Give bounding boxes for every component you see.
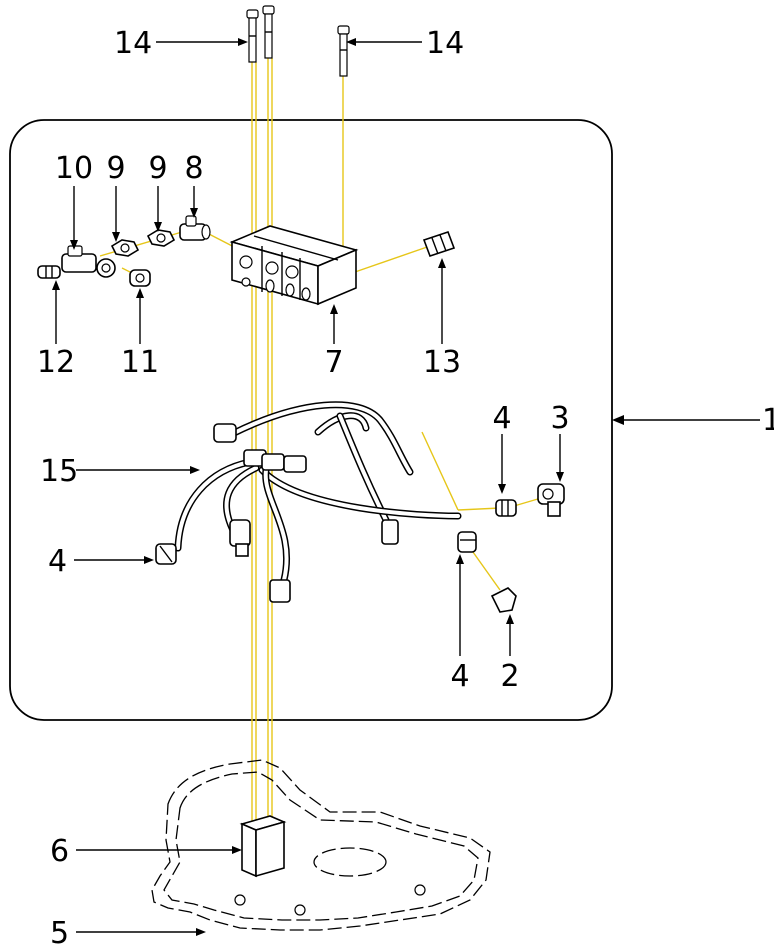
fitting-4-bottom <box>457 531 477 553</box>
callout-4-right: 4 <box>492 401 511 436</box>
callout-10: 10 <box>55 151 93 186</box>
screw-14-left-a <box>246 9 259 63</box>
screw-14-left-b <box>262 5 275 59</box>
assembly-guide-lines <box>99 58 549 822</box>
callout-14-left: 14 <box>114 26 152 61</box>
callout-14-right: 14 <box>426 26 464 61</box>
callout-12: 12 <box>37 345 75 380</box>
distributor-block-7 <box>229 225 359 306</box>
fitting-4-left <box>155 543 177 565</box>
elbow-3 <box>537 483 565 517</box>
fitting-9-right <box>146 229 176 247</box>
callout-9-left: 9 <box>106 151 125 186</box>
callout-2: 2 <box>500 659 519 694</box>
leader-lines <box>52 38 760 936</box>
callout-3: 3 <box>550 401 569 436</box>
callout-1: 1 <box>762 403 774 438</box>
base-plate-5 <box>151 759 491 931</box>
elbow-2 <box>490 587 517 613</box>
hose-harness-15 <box>174 401 462 603</box>
tee-fitting-10 <box>61 245 116 278</box>
callout-15: 15 <box>40 454 78 489</box>
callout-9-right: 9 <box>148 151 167 186</box>
callout-13: 13 <box>423 345 461 380</box>
plug-11 <box>129 269 151 287</box>
fitting-13 <box>422 230 456 258</box>
block-6 <box>239 815 287 878</box>
nipple-12 <box>37 265 61 279</box>
fitting-4-right <box>495 499 517 517</box>
fitting-9-left <box>110 239 140 257</box>
callout-4-bottom: 4 <box>450 659 469 694</box>
callout-8: 8 <box>184 151 203 186</box>
fitting-8 <box>179 215 211 241</box>
callout-11: 11 <box>121 345 159 380</box>
callout-5: 5 <box>50 916 69 951</box>
callout-4-left: 4 <box>48 544 67 579</box>
callout-6: 6 <box>50 834 69 869</box>
callout-7: 7 <box>324 345 343 380</box>
assembly-frame <box>9 119 613 721</box>
screw-14-right <box>337 25 350 77</box>
